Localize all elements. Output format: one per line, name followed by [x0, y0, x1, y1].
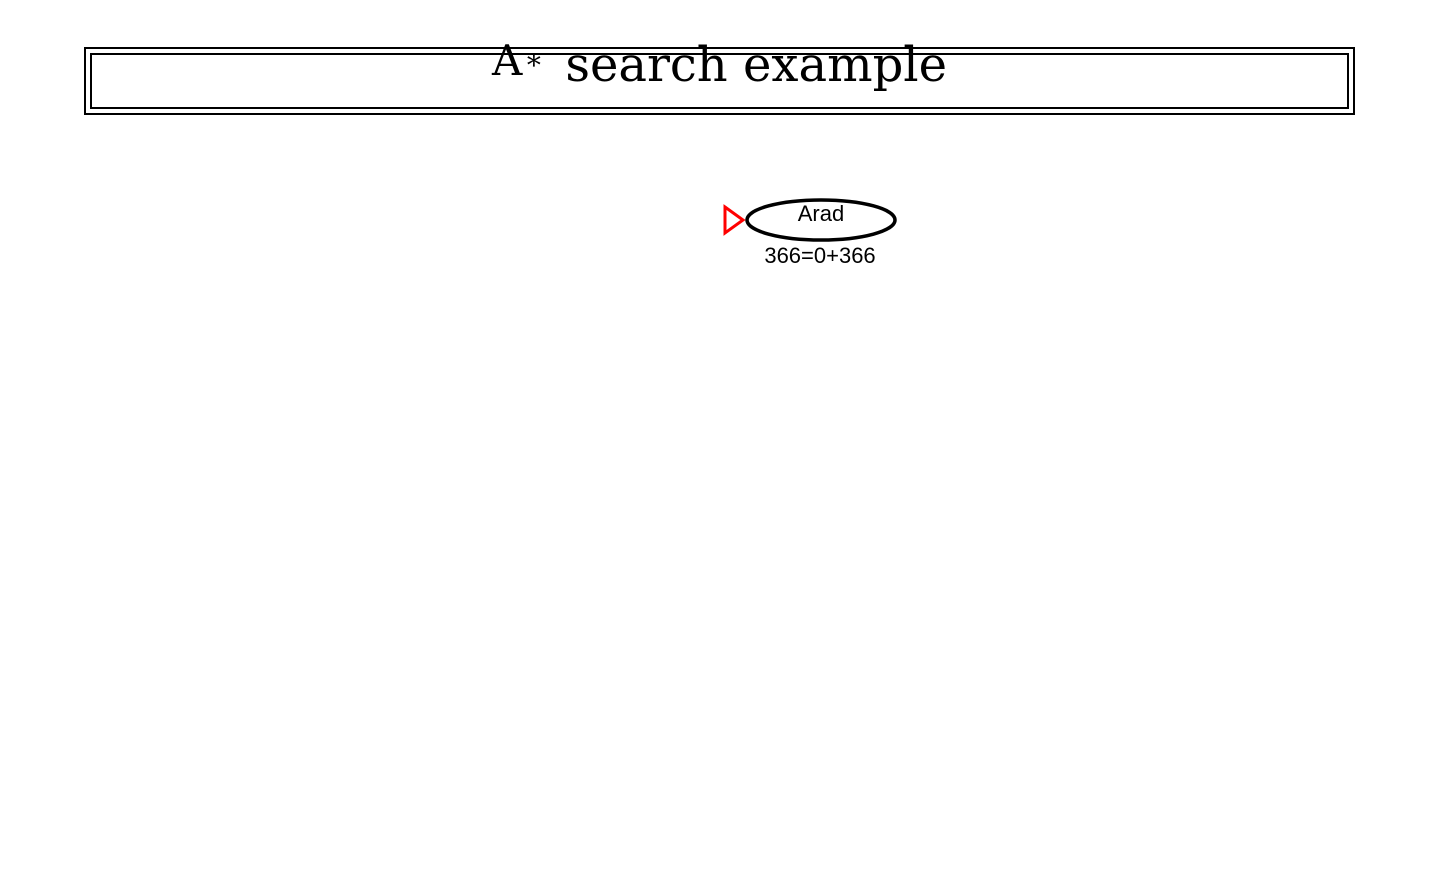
title-text: search example — [565, 37, 948, 93]
title-box-inner-border — [90, 53, 1349, 109]
title-box: A∗search example — [84, 40, 1355, 115]
node-f-value: 366=0+366 — [764, 243, 875, 268]
expansion-marker-icon — [723, 204, 746, 236]
node-name: Arad — [798, 201, 844, 226]
tree-node-arad: Arad 366=0+366 — [723, 198, 897, 268]
node-ellipse — [745, 198, 897, 242]
title-prefix: A — [491, 36, 523, 85]
title-star: ∗ — [524, 43, 544, 76]
page-title: A∗ search example — [86, 36, 1353, 90]
